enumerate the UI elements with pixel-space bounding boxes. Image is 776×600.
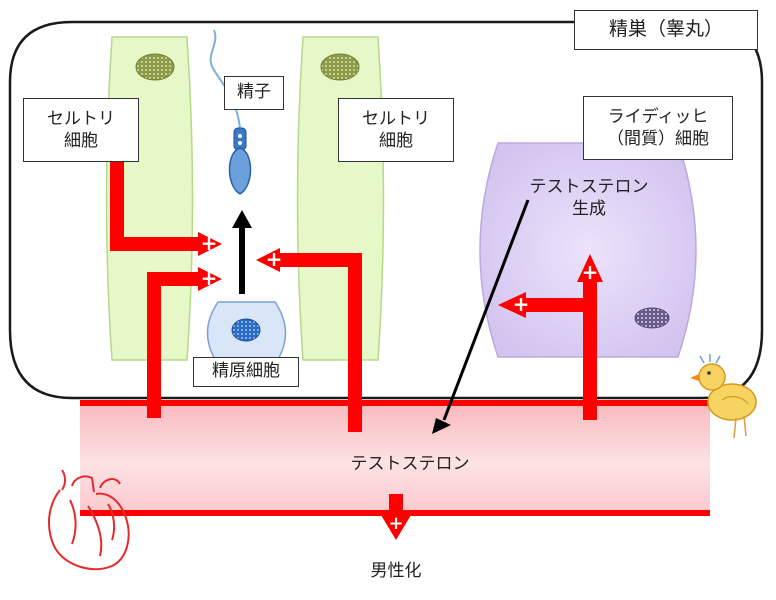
sertoli-cell-right <box>296 36 385 361</box>
leydig-label-line2: （間質）細胞 <box>607 129 709 149</box>
sertoli-left-label: セルトリ 細胞 <box>23 98 139 162</box>
nucleus-icon <box>231 318 261 342</box>
plus-sign: + <box>201 266 218 290</box>
sertoli-left-label-line2: 細胞 <box>64 131 98 151</box>
plus-sign: + <box>266 247 283 271</box>
testosterone-blood-label-text: テストステロン <box>350 454 470 474</box>
testis-label: 精巣（睾丸） <box>574 10 758 50</box>
plus-sign: + <box>513 292 530 316</box>
spermatogonia-label: 精原細胞 <box>193 357 299 387</box>
nucleus-icon <box>320 53 360 81</box>
leydig-label-line1: ライディッヒ <box>607 107 709 127</box>
plus-sign: + <box>201 231 218 255</box>
testosterone-production-label: テストステロン 生成 <box>502 176 676 220</box>
leydig-label: ライディッヒ （間質）細胞 <box>583 96 733 160</box>
arrow-blood-to-left <box>147 267 222 418</box>
nucleus-icon <box>135 53 175 81</box>
testosterone-production-line2: 生成 <box>572 199 606 219</box>
arrow-blood-to-right-sertoli <box>256 248 362 432</box>
sperm-label-text: 精子 <box>237 82 271 102</box>
masculinization-label-text: 男性化 <box>370 561 422 581</box>
sertoli-right-label-line1: セルトリ <box>362 109 430 129</box>
arrow-testosterone-secretion <box>432 199 530 434</box>
masculinization-label: 男性化 <box>346 560 446 582</box>
sertoli-left-label-line1: セルトリ <box>47 109 115 129</box>
spermatogonia-label-text: 精原細胞 <box>212 361 280 381</box>
nucleus-icon <box>634 307 670 329</box>
testis-label-text: 精巣（睾丸） <box>608 18 723 40</box>
testosterone-blood-label: テストステロン <box>318 453 502 475</box>
arrow-left-sertoli-stimulation <box>110 162 222 256</box>
sertoli-right-label: セルトリ 細胞 <box>338 98 454 162</box>
arrow-masculinization <box>378 494 414 540</box>
blood-vessel-top-edge <box>80 400 710 406</box>
arrow-spermatogenesis <box>232 210 252 294</box>
plus-sign: + <box>388 513 403 534</box>
heart-icon <box>48 469 130 571</box>
sertoli-right-label-line2: 細胞 <box>379 131 413 151</box>
sperm-label: 精子 <box>224 76 284 110</box>
testosterone-production-line1: テストステロン <box>529 177 649 197</box>
arrow-blood-to-leydig <box>498 254 603 420</box>
plus-sign: + <box>582 260 599 284</box>
chick-icon <box>690 354 757 439</box>
